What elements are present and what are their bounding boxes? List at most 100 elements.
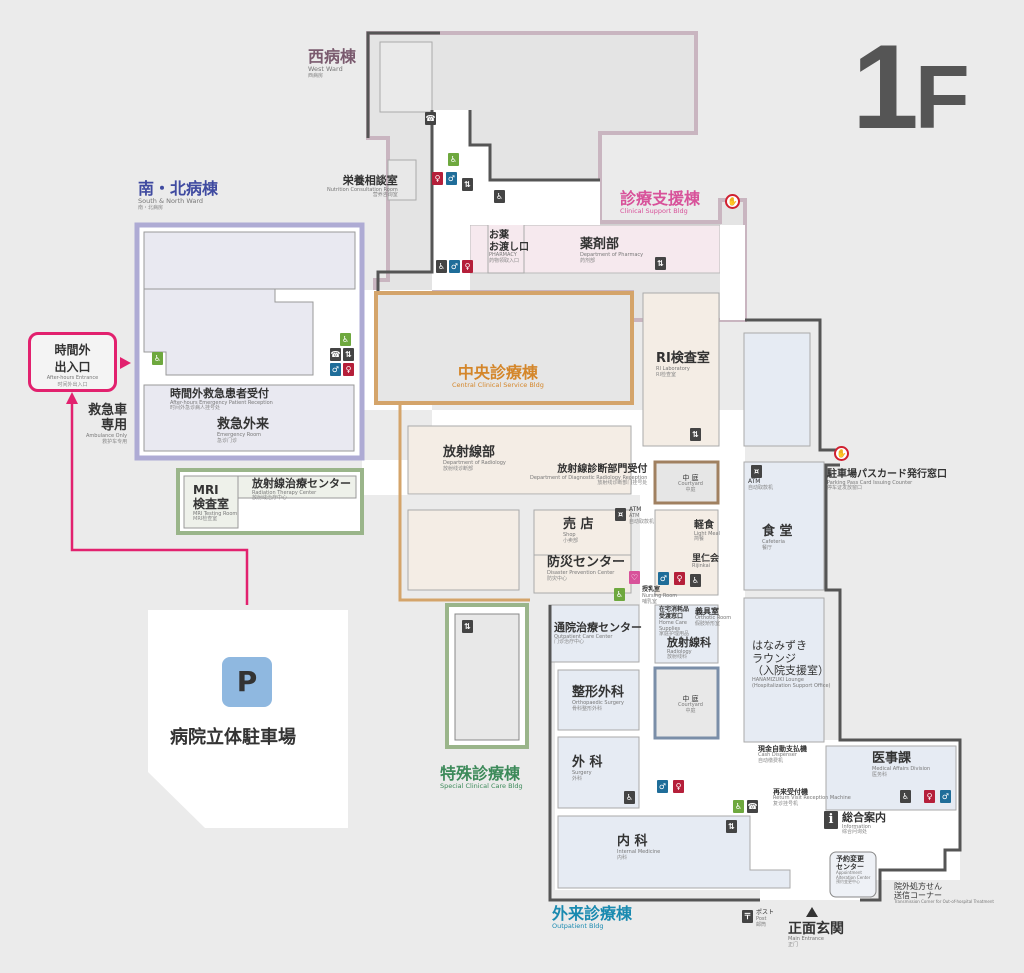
cn: 救护车专用 <box>102 438 128 445</box>
en: Department of Radiology <box>443 459 506 466</box>
ja: 通院治療センター <box>554 621 642 634</box>
multipurpose-toilet-icon: ♿ <box>448 153 459 166</box>
cn: 放射线诊断部 <box>443 465 474 472</box>
en: Outpatient Bldg <box>552 922 604 931</box>
en: Post <box>756 915 767 922</box>
floor-number: 1 <box>852 20 919 154</box>
en: Cash Dispenser <box>758 752 797 759</box>
wheelchair-icon: ♿ <box>690 574 701 587</box>
en: Internal Medicine <box>617 848 661 855</box>
cn: 中庭 <box>685 707 696 714</box>
ja: ATM <box>748 478 761 485</box>
cn: 中庭 <box>685 486 696 493</box>
en: Ambulance Only <box>86 432 128 439</box>
cn: 简餐 <box>694 536 705 543</box>
floor-indicator: 1F <box>852 18 970 156</box>
ja: 正面玄関 <box>788 921 844 937</box>
cn: 复诊挂号机 <box>773 800 799 807</box>
ja: 時間外 出入口 <box>54 343 91 374</box>
en: ATM <box>629 512 640 519</box>
parking-label[interactable]: 病院立体駐車場 <box>170 727 296 748</box>
cn: 营养咨询室 <box>372 192 398 199</box>
ja: 現金自動支払機 <box>758 745 807 753</box>
cn: 停车证发放窗口 <box>827 485 863 492</box>
cn: 小卖部 <box>563 537 579 544</box>
cn: 西病房 <box>308 72 324 79</box>
en: HANAMIZUKI Lounge (Hospitalization Suppo… <box>752 676 831 689</box>
cn: 家庭护理用品 <box>659 631 690 638</box>
ja: お薬 お渡し口 <box>489 230 529 253</box>
ja: ポスト <box>756 909 775 916</box>
elevator-icon: ⇅ <box>343 348 354 361</box>
ja: 薬剤部 <box>580 237 620 252</box>
en: After-hours Emergency Patient Reception <box>170 399 273 406</box>
ja: 特殊診療棟 <box>440 764 521 783</box>
multipurpose-toilet-icon: ♿ <box>614 588 625 601</box>
womens-toilet-icon: ♀ <box>674 572 685 585</box>
cn: 自动取款机 <box>629 518 655 525</box>
cn: 假肢矫形室 <box>695 620 721 627</box>
en: Nursing Room <box>642 592 678 599</box>
cn: 邮筒 <box>756 921 767 928</box>
central-clinical-building <box>374 291 634 405</box>
cn: 药剂部 <box>580 257 596 264</box>
cn: 综合问询处 <box>842 829 868 836</box>
ja: 中 庭 <box>682 695 699 703</box>
multipurpose-toilet-icon: ♿ <box>733 800 744 813</box>
parking-structure <box>148 610 348 828</box>
ja: はなみずき ラウンジ （入院支援室） <box>752 639 829 678</box>
ja: 放射線部 <box>443 445 496 460</box>
en: Nutrition Consultation Room <box>327 186 398 193</box>
cn: 外科 <box>572 775 583 782</box>
en: Medical Affairs Division <box>872 765 931 772</box>
ja: MRI 検査室 <box>193 483 230 511</box>
ja: 再来受付機 <box>773 788 808 796</box>
en: PHARMACY <box>489 252 517 258</box>
ja: 里仁会 <box>692 554 720 564</box>
phone-icon: ☎ <box>747 800 758 813</box>
en: Rijinkai <box>692 563 711 570</box>
en: Information <box>842 823 871 830</box>
en: Appointment Alteration Center <box>836 870 871 880</box>
elevator-icon: ⇅ <box>462 178 473 191</box>
en: Shop <box>563 531 576 538</box>
cn: 哺乳室 <box>642 598 658 605</box>
cn: 药物领取入口 <box>489 257 520 264</box>
floor-suffix: F <box>914 48 970 148</box>
mens-toilet-icon: ♂ <box>446 172 457 185</box>
ja: 予約変更 センター <box>836 855 864 872</box>
mens-toilet-icon: ♂ <box>449 260 460 273</box>
en: Orthopaedic Surgery <box>572 699 624 706</box>
cn: 放射线诊断部门挂号处 <box>597 480 648 487</box>
mens-toilet-icon: ♂ <box>940 790 951 803</box>
cn: 餐厅 <box>762 544 773 551</box>
elevator-icon: ⇅ <box>462 620 473 633</box>
en: Return Visit Reception Machine <box>773 795 851 802</box>
cn: 时间外出入口 <box>57 382 88 388</box>
en: Emergency Room <box>217 431 262 438</box>
en: West Ward <box>308 65 343 74</box>
en: Transmission Corner for Out-of-hospital … <box>894 899 994 905</box>
elevator-icon: ⇅ <box>655 257 666 270</box>
